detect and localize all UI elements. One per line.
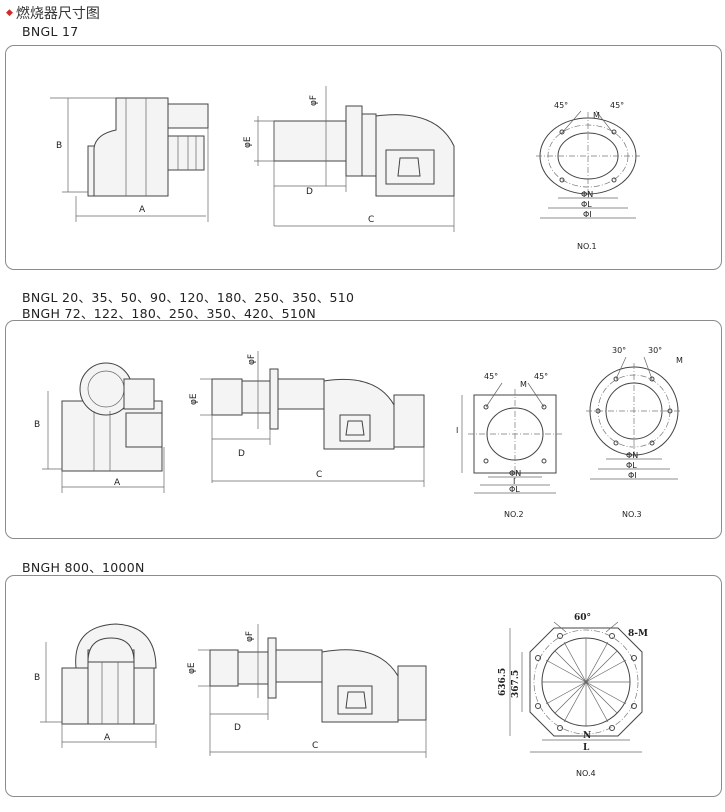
model-line-bngl17: BNGL 17 — [22, 24, 79, 39]
label-m: M — [593, 111, 600, 120]
label-phi-i: ΦI — [583, 210, 592, 219]
label-a: A — [104, 733, 111, 743]
label-a: A — [114, 478, 121, 488]
burner-front-view — [254, 86, 455, 232]
model-line-bngh-series: BNGH 72、122、180、250、350、420、510N — [22, 306, 316, 321]
burner-side-view — [40, 623, 157, 748]
label-phi-i: ΦI — [628, 471, 637, 480]
flange-no4 — [509, 621, 643, 753]
flange-no3 — [586, 356, 682, 480]
label-m: M — [676, 356, 683, 365]
label-l: L — [583, 743, 590, 753]
label-phi-n: ΦN — [581, 190, 593, 199]
burner-front-view — [198, 624, 427, 758]
angle-left-label: 30° — [612, 346, 626, 355]
label-m: M — [520, 380, 527, 389]
label-c: C — [312, 741, 318, 751]
caption-no2: NO.2 — [504, 510, 524, 519]
dim-outer-label: 636.5 — [498, 668, 508, 696]
angle-label: 60° — [574, 613, 591, 623]
angle-left-label: 45° — [554, 101, 568, 110]
burner-front-view — [200, 351, 425, 487]
angle-right-label: 45° — [534, 372, 548, 381]
model-line-bngh-large: BNGH 800、1000N — [22, 560, 145, 575]
section-panel-1: B A φE φF D C — [5, 45, 722, 270]
label-phi-e: φE — [187, 662, 197, 674]
angle-right-label: 45° — [610, 101, 624, 110]
label-phi-f: φF — [245, 631, 255, 642]
label-i: I — [513, 477, 515, 486]
flange-no2 — [461, 382, 562, 494]
caption-no3: NO.3 — [622, 510, 642, 519]
drawing-section-3: B A φE φF D C — [34, 613, 648, 778]
label-b: B — [34, 420, 40, 430]
section-panel-3: B A φE φF D C — [5, 575, 722, 797]
label-phi-e: φE — [189, 393, 199, 405]
model-line-bngl-series: BNGL 20、35、50、90、120、180、250、350、510 — [22, 290, 355, 305]
label-bolts: 8-M — [628, 629, 648, 639]
burner-side-view — [42, 362, 165, 493]
label-d: D — [234, 723, 241, 733]
label-phi-n: ΦN — [626, 451, 638, 460]
page-title: ◆ 燃烧器尺寸图 — [6, 3, 100, 23]
label-phi-n: ΦN — [509, 469, 521, 478]
angle-right-label: 30° — [648, 346, 662, 355]
drawing-section-1: B A φE φF D C — [50, 86, 640, 251]
label-phi-l: ΦL — [509, 485, 520, 494]
label-phi-f: φF — [247, 354, 257, 365]
page-title-text: 燃烧器尺寸图 — [15, 6, 100, 22]
label-phi-f: φF — [309, 95, 319, 106]
label-phi-l: ΦL — [581, 200, 592, 209]
label-n: N — [583, 731, 591, 741]
flange-no1 — [536, 110, 640, 219]
label-a: A — [139, 205, 146, 215]
dim-inner-label: 367.5 — [511, 670, 521, 698]
label-c: C — [368, 215, 374, 225]
label-b: B — [34, 673, 40, 683]
label-phi-l: ΦL — [626, 461, 637, 470]
burner-side-view — [50, 97, 209, 222]
drawing-section-2: B A φE φF D C — [34, 346, 683, 519]
title-marker-icon: ◆ — [6, 8, 13, 18]
section-panel-2: B A φE φF D C — [5, 320, 722, 539]
label-side-i: I — [456, 426, 458, 435]
label-b: B — [56, 141, 62, 151]
label-d: D — [238, 449, 245, 459]
label-d: D — [306, 187, 313, 197]
caption-no4: NO.4 — [576, 769, 596, 778]
caption-no1: NO.1 — [577, 242, 597, 251]
label-c: C — [316, 470, 322, 480]
angle-left-label: 45° — [484, 372, 498, 381]
label-phi-e: φE — [243, 136, 253, 148]
